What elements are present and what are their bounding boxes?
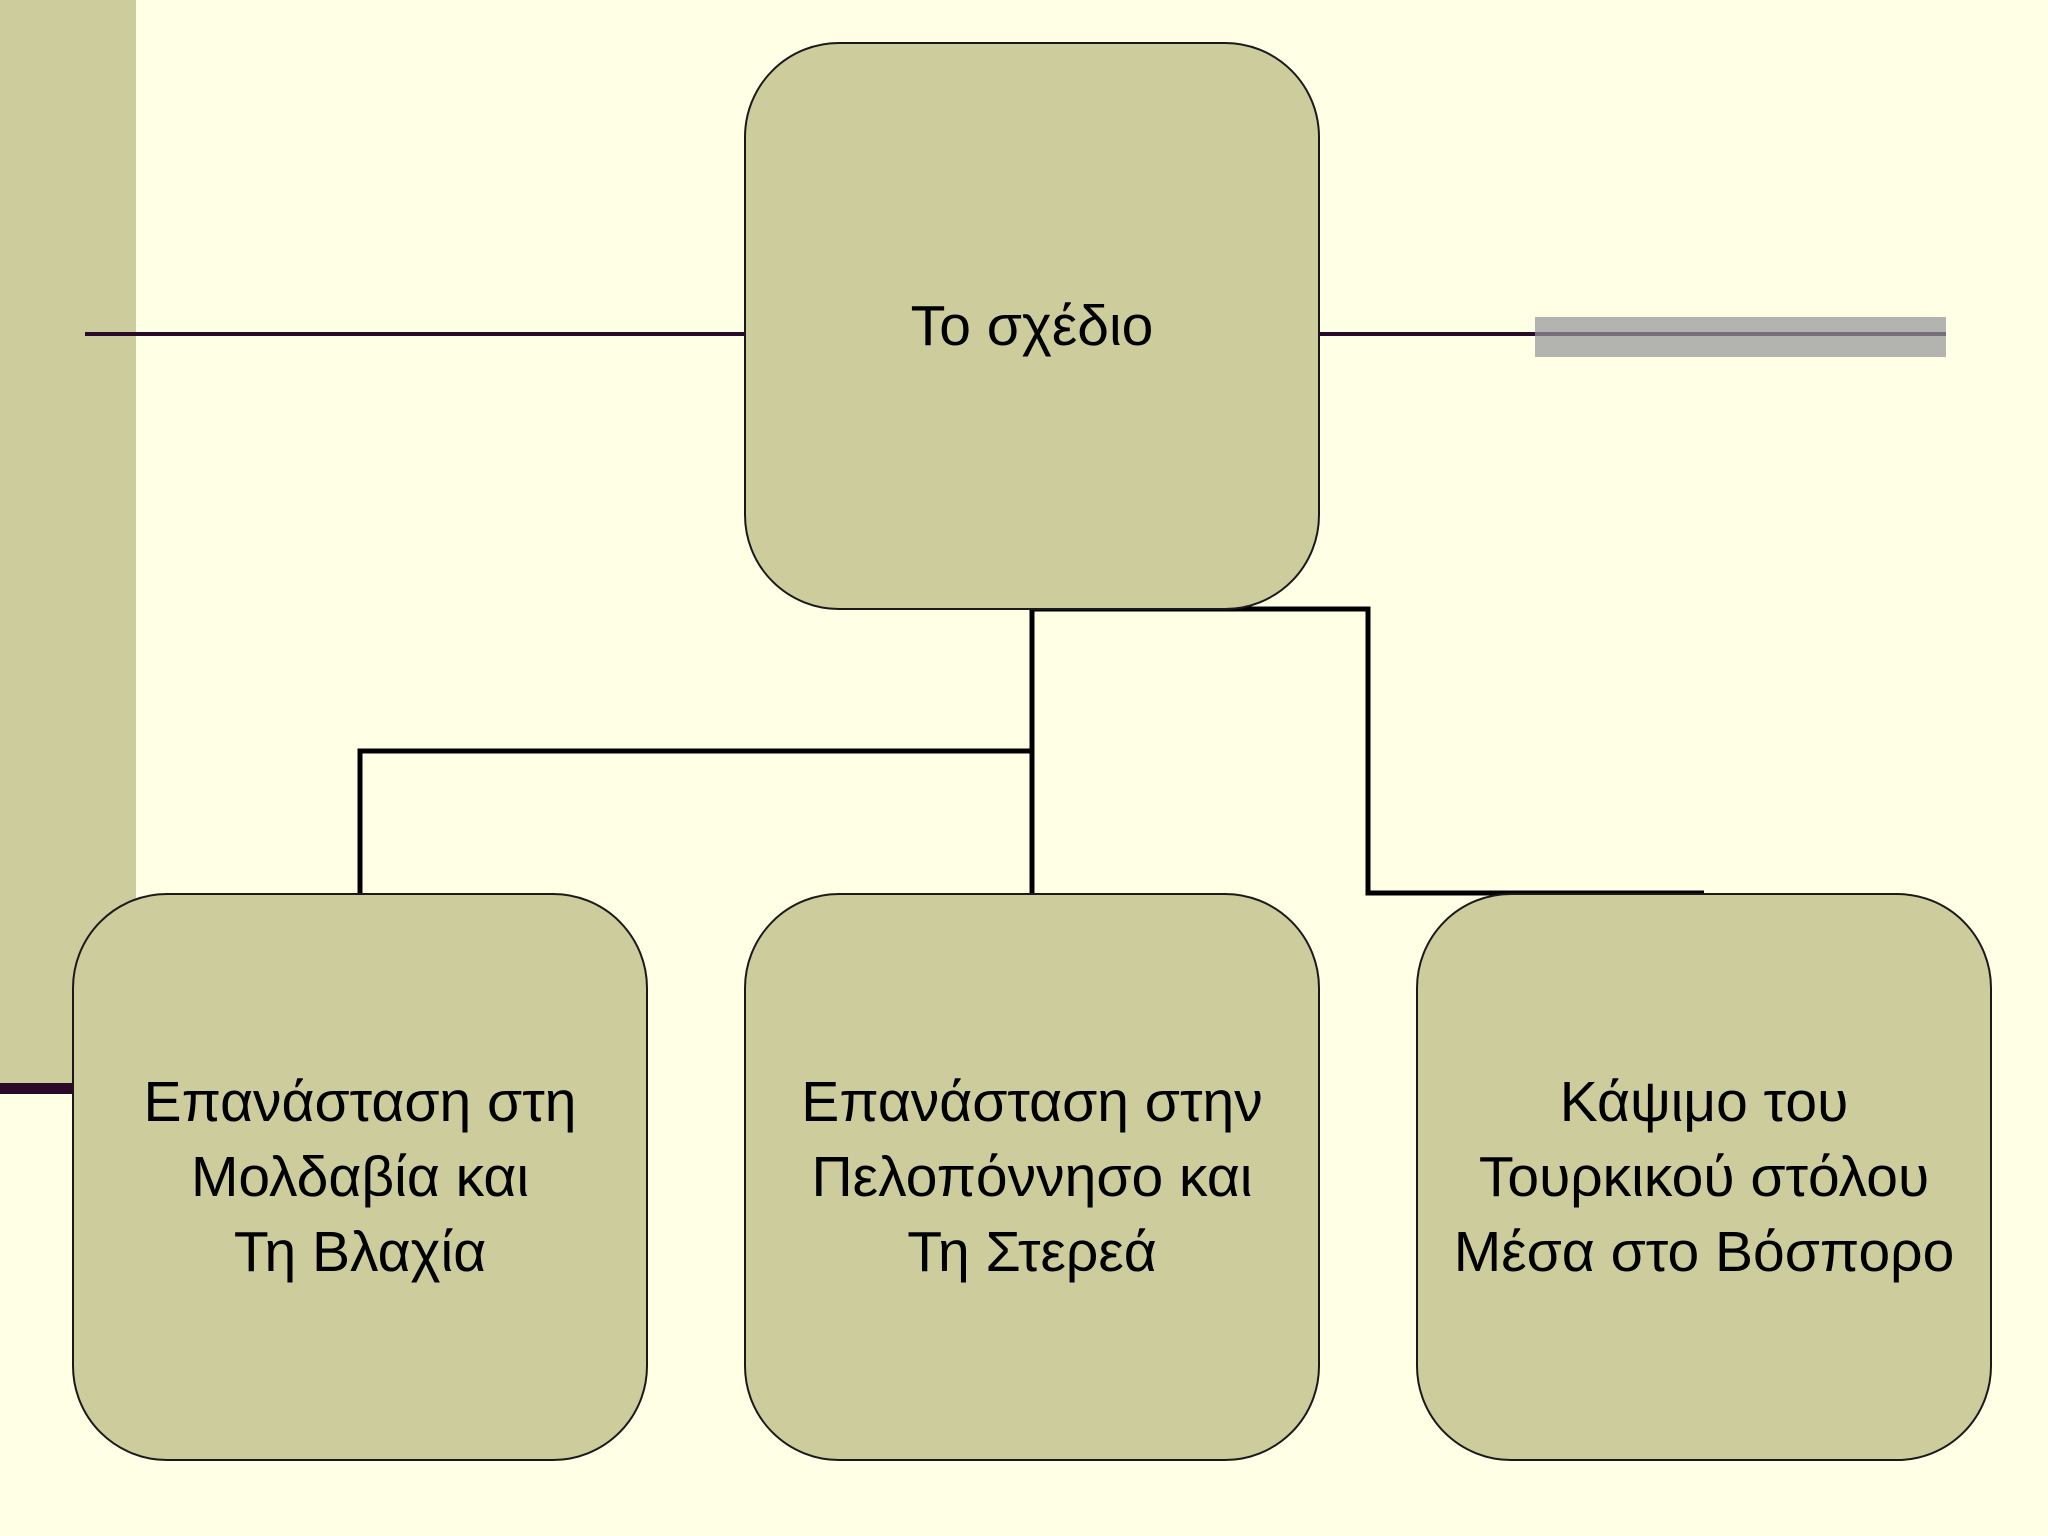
- node-child-peloponnese: Επανάσταση στην Πελοπόννησο και Τη Στερε…: [744, 893, 1320, 1461]
- title-rule-left: [85, 332, 745, 336]
- connector-root-to-right: [1032, 606, 1704, 896]
- node-root-label: Το σχέδιο: [910, 293, 1154, 358]
- connector-root-to-left: [357, 609, 1035, 893]
- node-child-bosporus-label: Κάψιμο του Τουρκικού στόλου Μέσα στο Βόσ…: [1453, 1069, 1955, 1284]
- node-child-moldavia-label: Επανάσταση στη Μολδαβία και Τη Βλαχία: [143, 1069, 577, 1284]
- node-child-peloponnese-label: Επανάσταση στην Πελοπόννησο και Τη Στερε…: [801, 1069, 1263, 1284]
- left-band-underline: [0, 1083, 90, 1094]
- node-root: Το σχέδιο: [744, 42, 1320, 610]
- accent-bar: [1535, 317, 1946, 357]
- node-child-moldavia: Επανάσταση στη Μολδαβία και Τη Βλαχία: [72, 893, 648, 1461]
- node-child-bosporus: Κάψιμο του Τουρκικού στόλου Μέσα στο Βόσ…: [1416, 893, 1992, 1461]
- left-decorative-band: [0, 0, 136, 1088]
